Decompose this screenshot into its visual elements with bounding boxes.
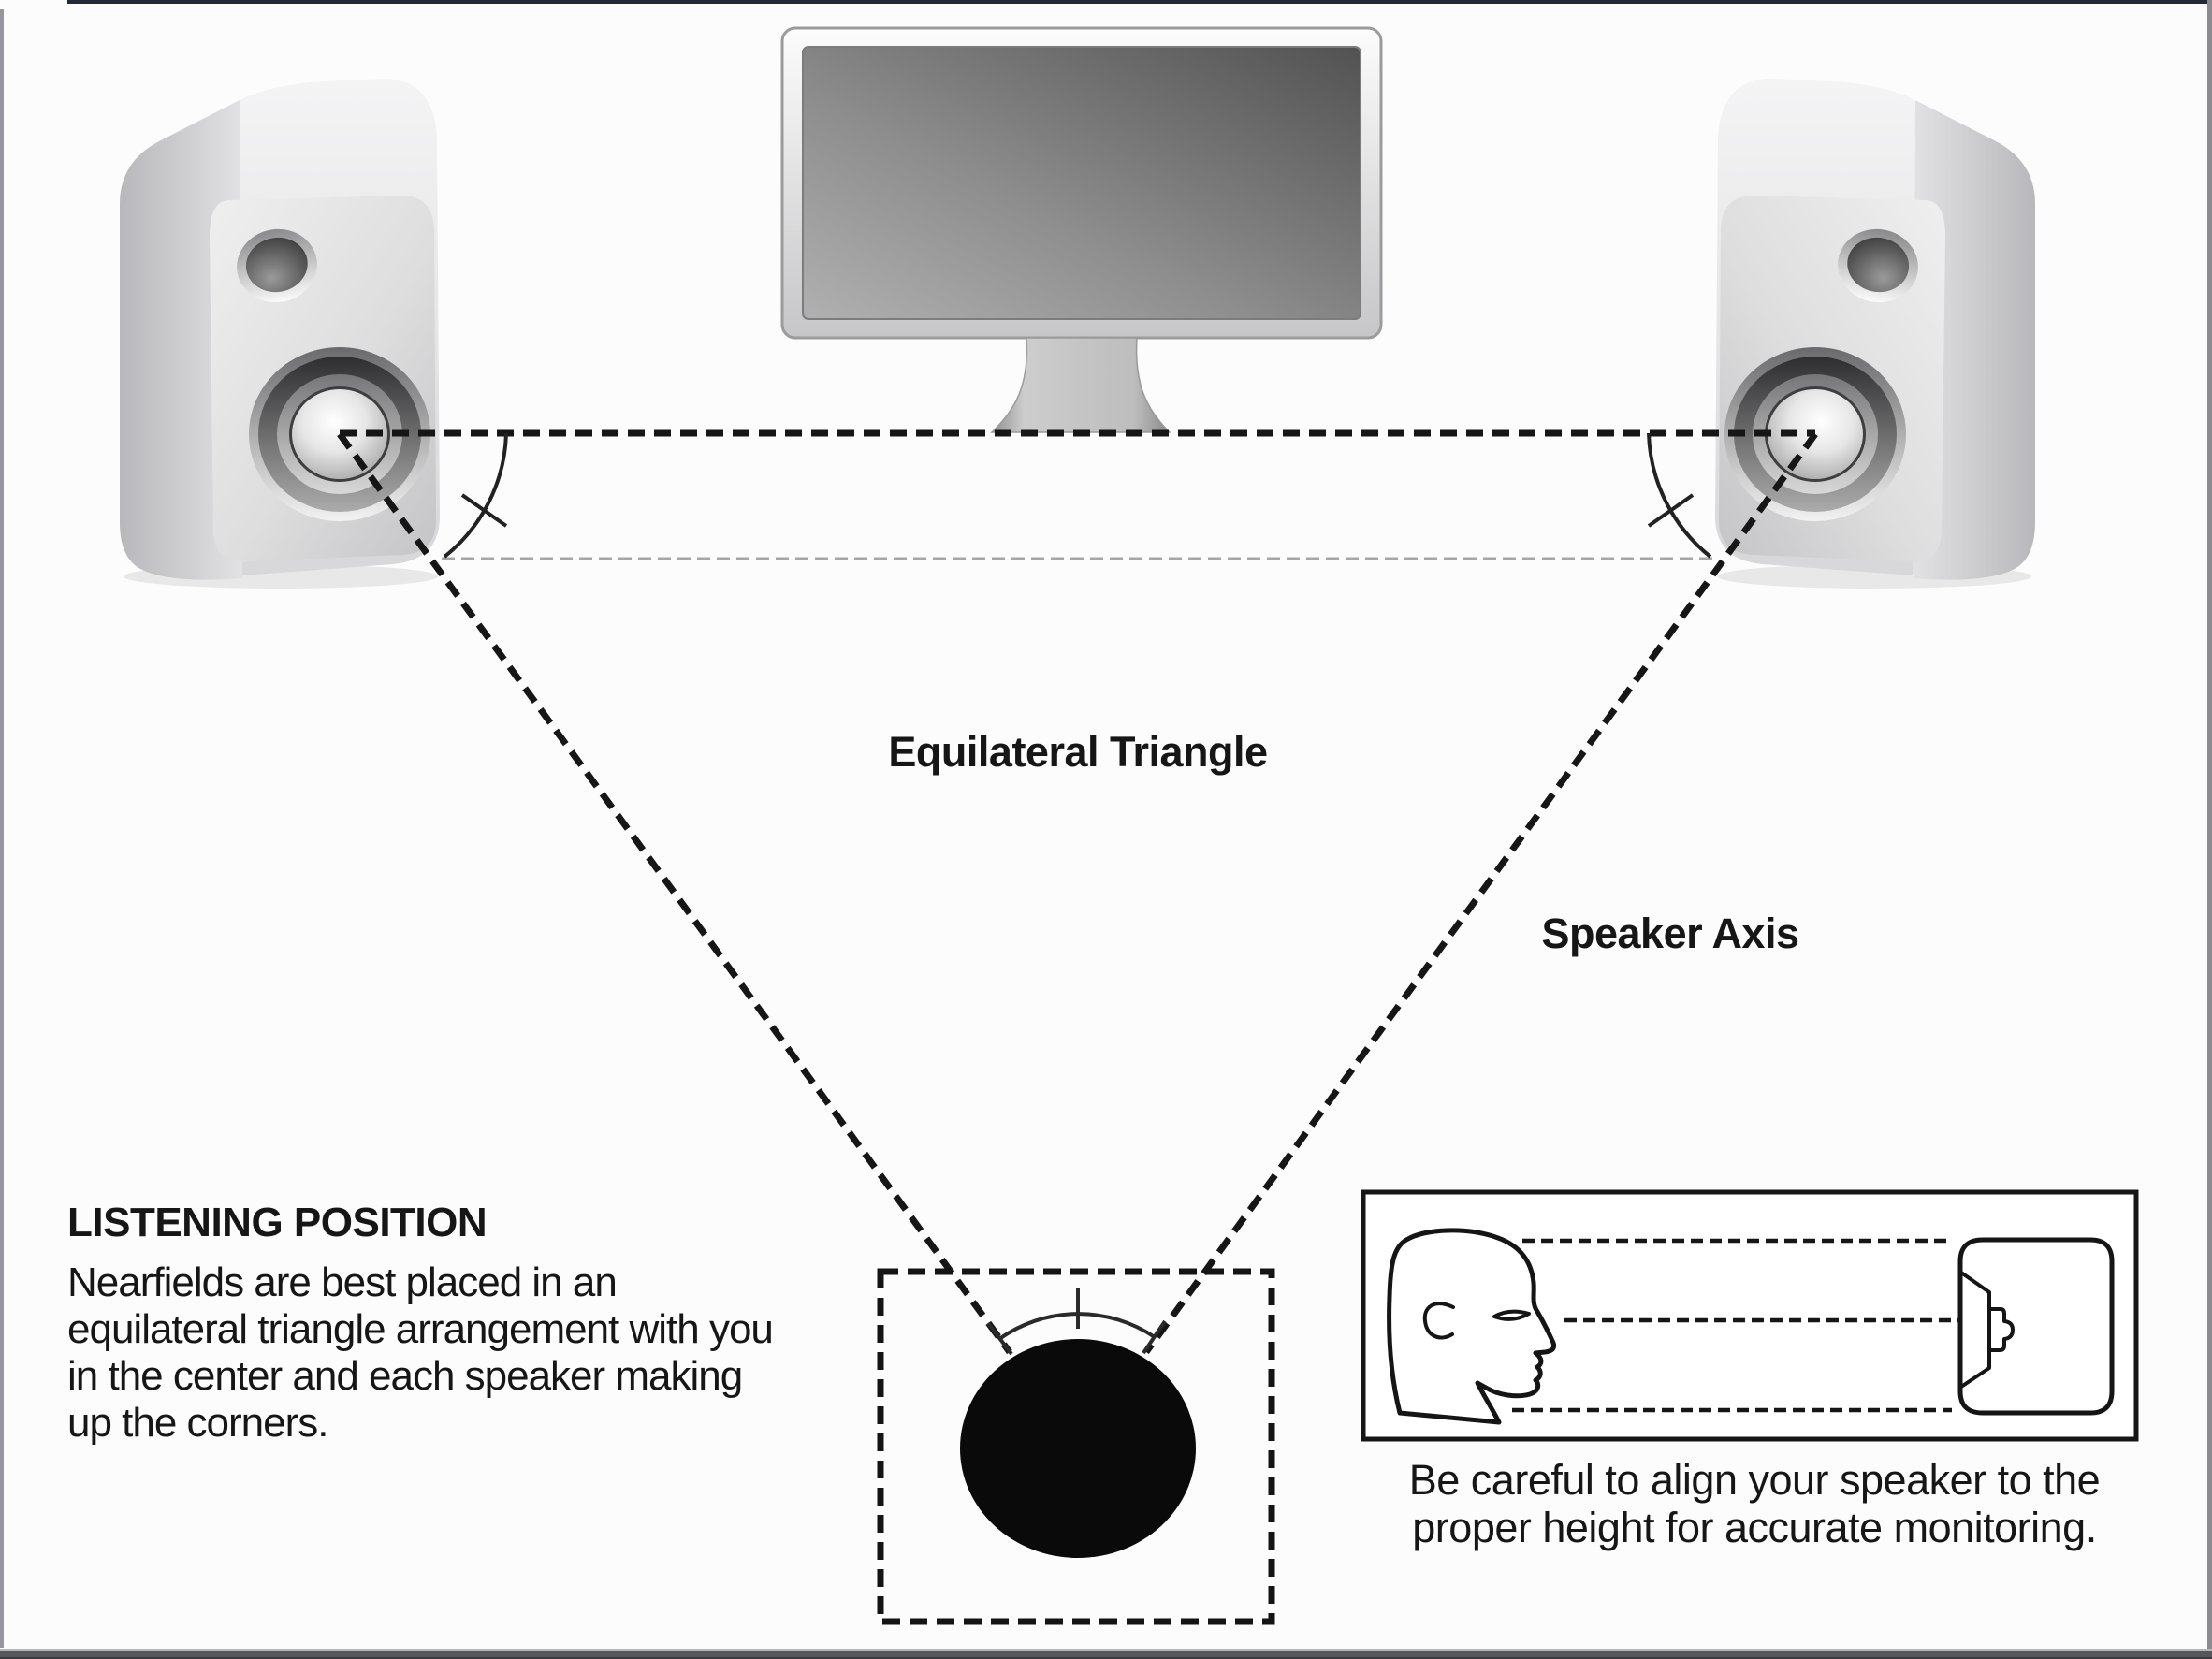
speaker-axis-label: Speaker Axis	[1541, 910, 1799, 957]
page-bottom-bar	[0, 1649, 2212, 1659]
inset-caption: Be careful to align your speaker to the …	[1347, 1456, 2161, 1551]
caption-line: proper height for accurate monitoring.	[1412, 1504, 2097, 1551]
left-speaker-icon	[120, 78, 440, 589]
right-speaker-icon	[1715, 78, 2035, 589]
note-line: in the center and each speaker making	[67, 1353, 743, 1399]
caption-line: Be careful to align your speaker to the	[1408, 1456, 2101, 1504]
head-profile-icon	[1387, 1228, 1557, 1425]
page-top-border	[67, 0, 2212, 4]
listening-angle-arc	[986, 1288, 1167, 1356]
listening-position-note: LISTENING POSITION Nearfields are best p…	[67, 1201, 872, 1447]
right-speaker-axis-line	[1143, 431, 1818, 1355]
listener-head-top-view-icon	[960, 1339, 1196, 1558]
monitor-stand	[990, 337, 1171, 433]
page-right-border	[2207, 0, 2212, 1659]
monitor-illustration	[780, 26, 1383, 433]
listening-position-heading: LISTENING POSITION	[67, 1200, 488, 1245]
right-angle-arc	[1647, 432, 1712, 559]
left-angle-arc	[443, 432, 508, 559]
speaker-side-view-icon	[1957, 1237, 2115, 1416]
page-left-border	[0, 9, 4, 1648]
equilateral-triangle-label: Equilateral Triangle	[888, 728, 1268, 776]
listening-zone-box	[877, 1268, 1275, 1625]
alignment-dashes	[1512, 1238, 1986, 1413]
height-alignment-inset	[1361, 1189, 2139, 1442]
note-line: equilateral triangle arrangement with yo…	[67, 1306, 774, 1352]
monitor-screen	[802, 46, 1361, 320]
note-line: up the corners.	[67, 1400, 329, 1446]
note-line: Nearfields are best placed in an	[67, 1259, 618, 1305]
left-speaker-axis-line	[337, 431, 1012, 1355]
